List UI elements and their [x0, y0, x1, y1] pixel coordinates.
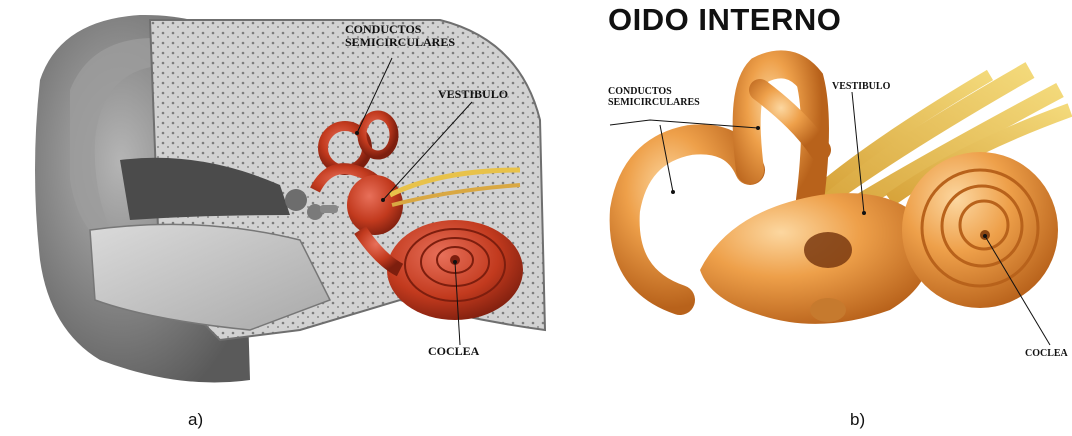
page-title: OIDO INTERNO [608, 2, 841, 38]
label-coclea-b: COCLEA [1025, 348, 1068, 359]
caption-b: b) [850, 410, 865, 430]
ear-cross-section-illustration [0, 0, 560, 400]
label-vestibulo-b: VESTIBULO [832, 81, 890, 92]
inner-ear-labyrinth-illustration [560, 0, 1072, 400]
oval-window [804, 232, 852, 268]
label-conductos-semicirculares-a: CONDUCTOS SEMICIRCULARES [345, 23, 455, 49]
cochlea-orange [902, 152, 1058, 308]
panel-a-ear-cross-section: CONDUCTOS SEMICIRCULARES VESTIBULO COCLE… [0, 0, 560, 436]
panel-b-inner-ear: OIDO INTERNO [560, 0, 1072, 436]
label-coclea-a: COCLEA [428, 345, 479, 358]
caption-a: a) [188, 410, 203, 430]
label-vestibulo-a: VESTIBULO [438, 88, 508, 101]
label-conductos-semicirculares-b: CONDUCTOS SEMICIRCULARES [608, 86, 700, 108]
